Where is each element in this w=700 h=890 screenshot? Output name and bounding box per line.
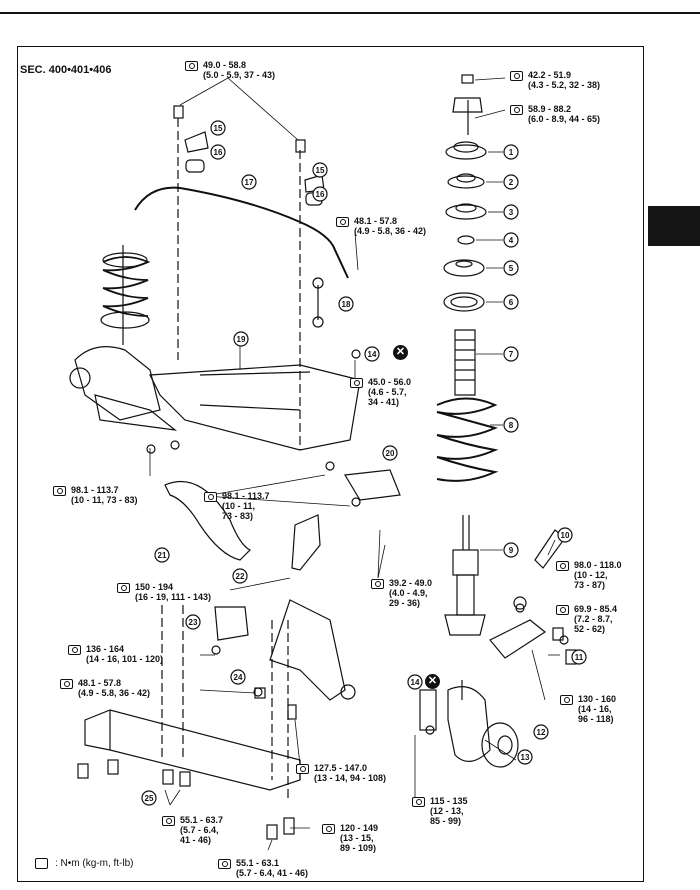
section-title: SEC. 400•401•406 — [20, 64, 112, 76]
tension-rod — [291, 469, 401, 571]
front-crossmember — [94, 364, 361, 451]
callout-number: 7 — [509, 350, 514, 359]
strut-mount-stack — [443, 74, 487, 312]
header-rule — [0, 12, 700, 14]
callout-number: 5 — [509, 264, 514, 273]
legend-text: : N•m (kg-m, ft-lb) — [55, 858, 134, 869]
callout-number: 16 — [316, 190, 325, 199]
callout-number: 18 — [342, 300, 351, 309]
callout-number: 3 — [509, 208, 514, 217]
knuckle-hub — [419, 680, 519, 768]
callout-number: 10 — [561, 531, 570, 540]
stabilizer-link — [312, 277, 324, 328]
torque-wrench-icon — [185, 61, 198, 71]
torque-wrench-icon — [412, 797, 425, 807]
torque-wrench-icon — [218, 859, 231, 869]
torque-wrench-icon — [556, 605, 569, 615]
callout-number: 14 — [411, 678, 420, 687]
callout-number: 11 — [575, 653, 584, 662]
leader-lines — [149, 77, 560, 851]
torque-wrench-icon — [322, 824, 335, 834]
callout-number: 2 — [509, 178, 514, 187]
strut-body — [444, 515, 486, 636]
callout-number: 15 — [214, 124, 223, 133]
callout-number: 20 — [386, 449, 395, 458]
bolt — [173, 105, 184, 119]
torque-wrench-icon — [162, 816, 175, 826]
rear-support-mount — [214, 606, 297, 720]
torque-wrench-icon — [296, 764, 309, 774]
callout-number: 16 — [214, 148, 223, 157]
torque-wrench-icon — [68, 645, 81, 655]
callout-number: 14 — [368, 350, 377, 359]
torque-nuts — [146, 349, 569, 735]
torque-wrench-icon — [53, 486, 66, 496]
torque-wrench-icon — [350, 378, 363, 388]
callout-number: 22 — [236, 572, 245, 581]
torque-wrench-icon — [510, 71, 523, 81]
bolt — [295, 139, 306, 153]
callout-number: 24 — [234, 673, 243, 682]
callout-number: 15 — [316, 166, 325, 175]
stabilizer-bar — [134, 186, 349, 279]
torque-wrench-icon — [35, 858, 48, 869]
torque-wrench-icon — [117, 583, 130, 593]
callout-number: 9 — [509, 546, 514, 555]
callout-number: 25 — [145, 794, 154, 803]
torque-wrench-icon — [510, 105, 523, 115]
torque-wrench-icon — [556, 561, 569, 571]
section-tab-marker — [648, 206, 700, 246]
discard-x-icon: ✕ — [425, 674, 440, 689]
callout-number: 4 — [509, 236, 514, 245]
torque-wrench-icon — [336, 217, 349, 227]
callout-number: 13 — [521, 753, 530, 762]
torque-wrench-icon — [560, 695, 573, 705]
left-strut-assembly — [69, 245, 161, 421]
torque-wrench-icon — [371, 579, 384, 589]
callout-number: 21 — [158, 551, 167, 560]
callout-number: 8 — [509, 421, 514, 430]
callout-number: 12 — [537, 728, 546, 737]
rear-crossmember — [77, 605, 301, 840]
torque-wrench-icon — [204, 492, 217, 502]
callout-number: 17 — [245, 178, 254, 187]
callout-number: 19 — [237, 335, 246, 344]
callout-number: 6 — [509, 298, 514, 307]
callout-markers — [141, 120, 587, 806]
callout-number: 1 — [509, 148, 514, 157]
torque-wrench-icon — [60, 679, 73, 689]
coil-spring — [436, 397, 499, 482]
diagram-frame — [17, 46, 644, 882]
discard-x-icon: ✕ — [393, 345, 408, 360]
callout-number: 23 — [189, 618, 198, 627]
bump-boot — [454, 329, 476, 396]
lower-strut-link — [489, 529, 577, 665]
